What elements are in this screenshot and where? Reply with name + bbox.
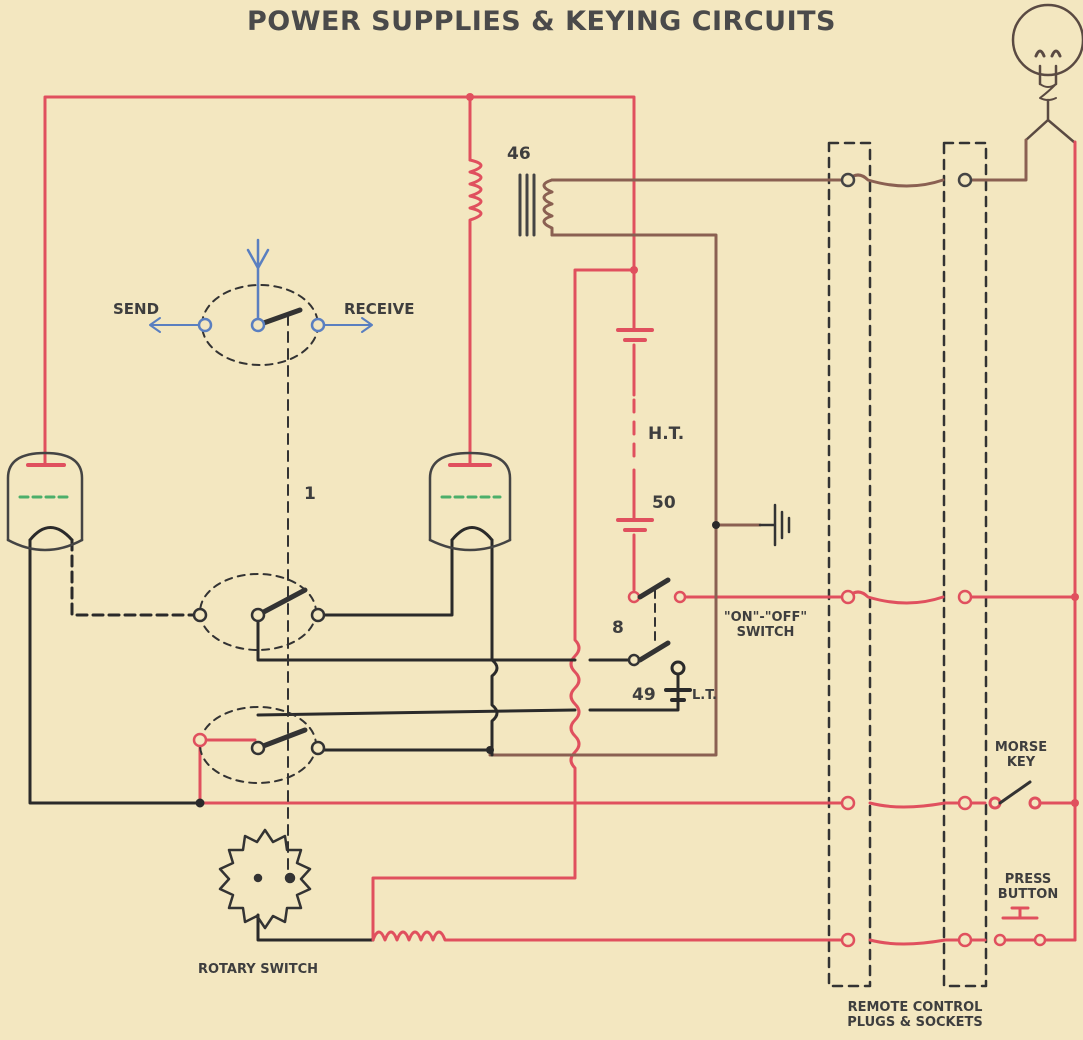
bottom-coil: [371, 930, 457, 942]
ht-label: H.T.: [648, 424, 685, 444]
on-off-line1: "ON"-"OFF": [723, 610, 808, 625]
upper-filament-switch: [192, 573, 326, 651]
switch-8-label: 8: [612, 618, 624, 638]
remote-line1: REMOTE CONTROL: [847, 1000, 983, 1015]
receive-label: RECEIVE: [344, 300, 415, 318]
junction-dots: [466, 93, 1079, 807]
lamp-bulb-icon: [1011, 3, 1083, 144]
left-valve-icon: [6, 451, 84, 552]
send-receive-switch: [149, 238, 373, 366]
black-wiring: [28, 526, 680, 942]
page-title: POWER SUPPLIES & KEYING CIRCUITS: [246, 6, 836, 37]
morse-line2: KEY: [1006, 755, 1036, 770]
on-off-switch-label: "ON"-"OFF" SWITCH: [718, 610, 813, 640]
press-button-label: PRESS BUTTON: [985, 872, 1071, 902]
red-wiring: [43, 95, 1077, 946]
press-line1: PRESS: [1004, 872, 1052, 887]
wire-mark-label: 1: [304, 484, 316, 504]
lower-filament-switch: [192, 706, 326, 808]
on-off-line2: SWITCH: [736, 625, 795, 640]
send-label: SEND: [113, 300, 160, 318]
transformer-46: [468, 158, 554, 237]
press-line2: BUTTON: [997, 887, 1059, 902]
morse-key-label: MORSE KEY: [985, 740, 1057, 770]
right-valve-icon: [428, 451, 512, 552]
ht-number-label: 50: [652, 493, 676, 513]
lt-label: L.T.: [692, 688, 718, 703]
morse-key-icon: [988, 780, 1042, 810]
morse-line1: MORSE: [994, 740, 1048, 755]
remote-line2: PLUGS & SOCKETS: [847, 1015, 983, 1030]
earth-icon: [758, 503, 791, 547]
rotary-switch-gear-icon: [218, 828, 312, 930]
transformer-46-label: 46: [507, 144, 531, 164]
remote-control-label: REMOTE CONTROL PLUGS & SOCKETS: [820, 1000, 1010, 1030]
on-off-switch: [627, 577, 687, 667]
lt-number-label: 49: [632, 685, 656, 705]
plug-socket-terminals: [840, 172, 973, 948]
lt-battery-49: [664, 660, 692, 702]
brown-wiring: [488, 138, 1028, 757]
remote-control-plugs-sockets: [827, 141, 988, 988]
press-button-icon: [993, 933, 1047, 947]
rotary-switch-label: ROTARY SWITCH: [198, 962, 319, 977]
